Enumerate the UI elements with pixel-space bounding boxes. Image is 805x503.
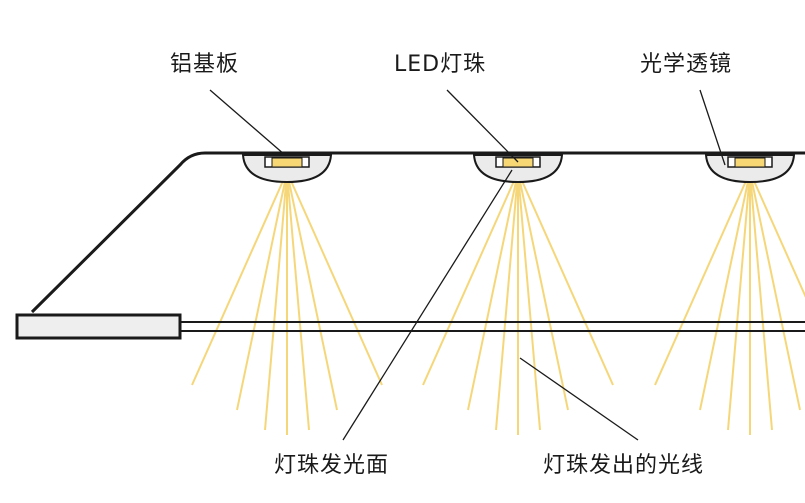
light-ray [422,171,519,386]
leader-line-emitting-surface [342,169,513,441]
light-ray [286,171,338,411]
light-ray [286,171,383,386]
light-ray [749,171,773,431]
leader-line-substrate [209,89,286,156]
light-ray [286,171,310,431]
led-units [241,154,796,184]
light-ray [517,171,569,411]
led-chip [502,157,534,168]
light-guide-panel [180,321,805,332]
light-rays [191,171,805,435]
label-aluminum-substrate: 铝基板 [170,52,240,77]
light-ray [749,171,805,298]
light-ray [699,171,751,411]
light-ray [517,171,541,431]
led-chip [734,157,766,168]
leader-line-lens [699,89,726,166]
light-ray [236,171,288,411]
connector-block [15,313,182,340]
leader-line-light-ray [519,357,639,441]
label-led-bead: LED灯珠 [394,52,487,77]
light-ray [749,171,801,411]
label-optical-lens: 光学透镜 [640,52,733,77]
light-ray [264,171,288,431]
led-chip [271,157,303,168]
leader-line-led [446,89,519,163]
label-emitting-surface: 灯珠发光面 [274,453,390,478]
light-ray [191,171,288,386]
light-ray [517,171,614,386]
light-ray [727,171,751,431]
light-ray [654,171,751,386]
label-emitted-light: 灯珠发出的光线 [543,453,705,478]
aluminum-substrate-outline [30,151,805,314]
light-ray [467,171,519,411]
light-ray [495,171,519,431]
